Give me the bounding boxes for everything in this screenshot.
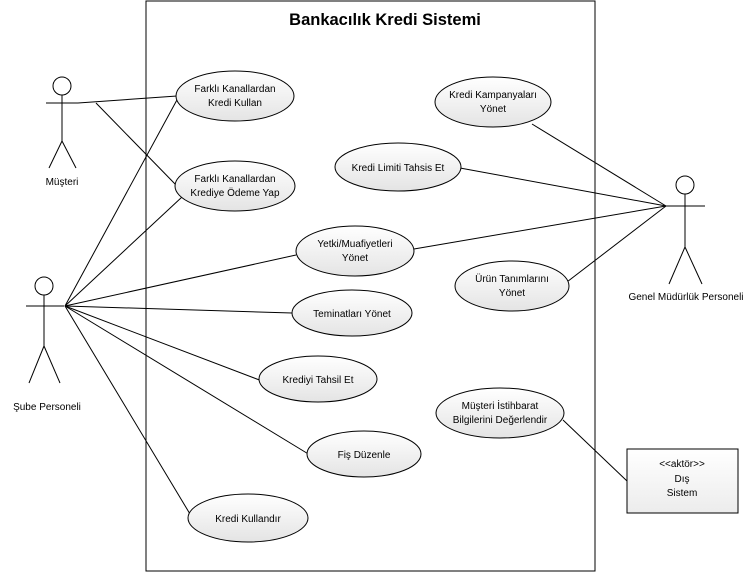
uc-label-line1: Farklı Kanallardan xyxy=(194,84,275,95)
actor-head xyxy=(52,76,72,96)
use-case-urun[interactable]: Ürün Tanımlarını Yönet xyxy=(454,260,570,312)
assoc-dis-istihbarat xyxy=(562,419,628,482)
uc-label-line1: Ürün Tanımlarını xyxy=(475,273,549,285)
assoc-sube-teminat xyxy=(64,305,293,314)
assoc-sube-tahsil xyxy=(64,305,263,382)
uc-label-line1: Kredi Kullandır xyxy=(215,514,281,525)
use-case-limit[interactable]: Kredi Limiti Tahsis Et xyxy=(334,142,462,192)
uc-label-line1: Krediyi Tahsil Et xyxy=(283,375,354,386)
assoc-genel-urun xyxy=(562,205,667,286)
assoc-sube-kredi xyxy=(64,97,179,307)
uc-label-line1: Kredi Limiti Tahsis Et xyxy=(352,163,445,174)
uc-label-line1: Teminatları Yönet xyxy=(313,309,391,320)
assoc-genel-yetki xyxy=(413,205,667,250)
uc-label-line2: Krediye Ödeme Yap xyxy=(190,187,280,199)
actor-label-musteri: Müşteri xyxy=(46,177,79,188)
external-name-line1: Dış xyxy=(675,474,690,485)
system-title: Bankacılık Kredi Sistemi xyxy=(289,11,481,29)
associations xyxy=(64,95,667,520)
uc-label-line1: Kredi Kampanyaları xyxy=(449,90,537,101)
actor-label-sube: Şube Personeli xyxy=(13,402,81,413)
uc-label-line2: Yönet xyxy=(499,288,525,299)
use-case-kullandir[interactable]: Kredi Kullandır xyxy=(187,493,309,543)
use-case-istihbarat[interactable]: Müşteri İstihbarat Bilgilerini Değerlend… xyxy=(435,387,565,439)
uc-label-line2: Bilgilerini Değerlendir xyxy=(453,415,548,426)
uc-label-line1: Yetki/Muafiyetleri xyxy=(317,239,392,250)
use-case-tahsil[interactable]: Krediyi Tahsil Et xyxy=(258,355,378,403)
uc-label-line1: Fiş Düzenle xyxy=(338,450,391,461)
assoc-sube-fis xyxy=(64,305,311,456)
use-case-kampanya[interactable]: Kredi Kampanyaları Yönet xyxy=(434,76,552,128)
actor-genel-mudurluk[interactable] xyxy=(666,175,705,285)
use-case-farkli-kanal-kredi[interactable]: Farklı Kanallardan Kredi Kullan xyxy=(175,70,295,122)
uc-label-line2: Kredi Kullan xyxy=(208,98,262,109)
uc-label-line2: Yönet xyxy=(480,104,506,115)
assoc-musteri-odeme xyxy=(95,102,178,187)
use-case-fis[interactable]: Fiş Düzenle xyxy=(306,430,422,478)
uc-label-line1: Müşteri İstihbarat xyxy=(462,399,539,412)
use-case-yetki[interactable]: Yetki/Muafiyetleri Yönet xyxy=(295,225,415,277)
uc-label-line2: Yönet xyxy=(342,253,368,264)
actor-label-genel: Genel Müdürlük Personeli xyxy=(628,292,743,303)
actor-musteri[interactable] xyxy=(46,76,78,169)
assoc-musteri-kredi xyxy=(77,95,178,104)
assoc-sube-yetki xyxy=(64,254,297,307)
actor-sube-personeli[interactable] xyxy=(26,276,64,384)
uc-label-line1: Farklı Kanallardan xyxy=(194,174,275,185)
external-stereotype: <<aktör>> xyxy=(659,459,705,470)
use-case-farkli-kanal-odeme[interactable]: Farklı Kanallardan Krediye Ödeme Yap xyxy=(174,160,296,212)
use-case-teminat[interactable]: Teminatları Yönet xyxy=(291,289,413,337)
external-system-box[interactable]: <<aktör>> Dış Sistem xyxy=(626,448,739,514)
external-name-line2: Sistem xyxy=(667,488,698,499)
assoc-genel-limit xyxy=(459,167,667,207)
assoc-genel-kampanya xyxy=(531,123,667,207)
assoc-sube-kullandir xyxy=(64,305,194,520)
assoc-sube-odeme xyxy=(64,196,183,307)
actor-head xyxy=(675,175,695,195)
actor-head xyxy=(34,276,54,296)
